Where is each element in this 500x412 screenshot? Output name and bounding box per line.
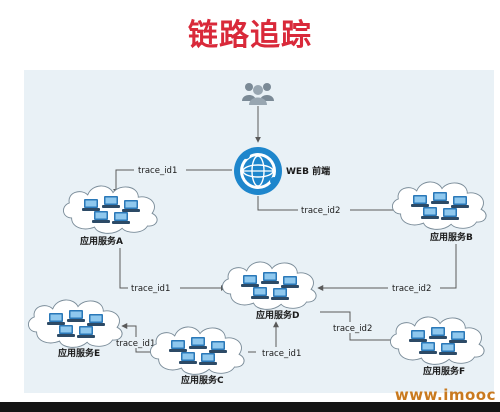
edge-c-to-e: trace_id1 (113, 323, 161, 353)
watermark: www.imooc (394, 386, 496, 404)
service-d-label: 应用服务D (256, 309, 299, 321)
service-a-label: 应用服务A (80, 235, 123, 247)
service-a-icon (63, 186, 157, 233)
service-f-label: 应用服务F (423, 365, 465, 377)
bottom-bar (0, 402, 500, 412)
edge-label-web-b: trace_id2 (301, 206, 340, 216)
service-d-icon (222, 262, 316, 309)
edge-c-to-d: trace_id1 (248, 321, 302, 359)
service-b-label: 应用服务B (430, 231, 473, 243)
service-e-icon (28, 300, 122, 347)
service-c-label: 应用服务C (181, 374, 224, 386)
globe-icon (234, 147, 282, 195)
edge-label-d-f: trace_id2 (333, 324, 372, 334)
service-e-label: 应用服务E (58, 347, 100, 359)
users-icon (242, 83, 274, 105)
edge-web-to-a: trace_id1 (113, 164, 232, 195)
slide-title: 链路追踪 (188, 18, 312, 53)
edge-d-to-f: trace_id2 (320, 311, 399, 343)
edge-label-b-d: trace_id2 (392, 284, 431, 294)
service-b-icon (392, 182, 486, 229)
service-f-icon (390, 317, 484, 364)
edge-a-to-d: trace_id1 (119, 248, 227, 294)
edge-web-to-b: trace_id2 (257, 196, 401, 216)
edge-b-to-d: trace_id2 (317, 244, 457, 294)
edge-label-c-e: trace_id1 (116, 339, 155, 349)
edge-label-web-a: trace_id1 (138, 166, 177, 176)
service-c-icon (150, 327, 244, 374)
web-frontend-label: WEB 前端 (286, 165, 330, 177)
edge-label-a-d: trace_id1 (131, 284, 170, 294)
edge-label-c-d: trace_id1 (262, 349, 301, 359)
